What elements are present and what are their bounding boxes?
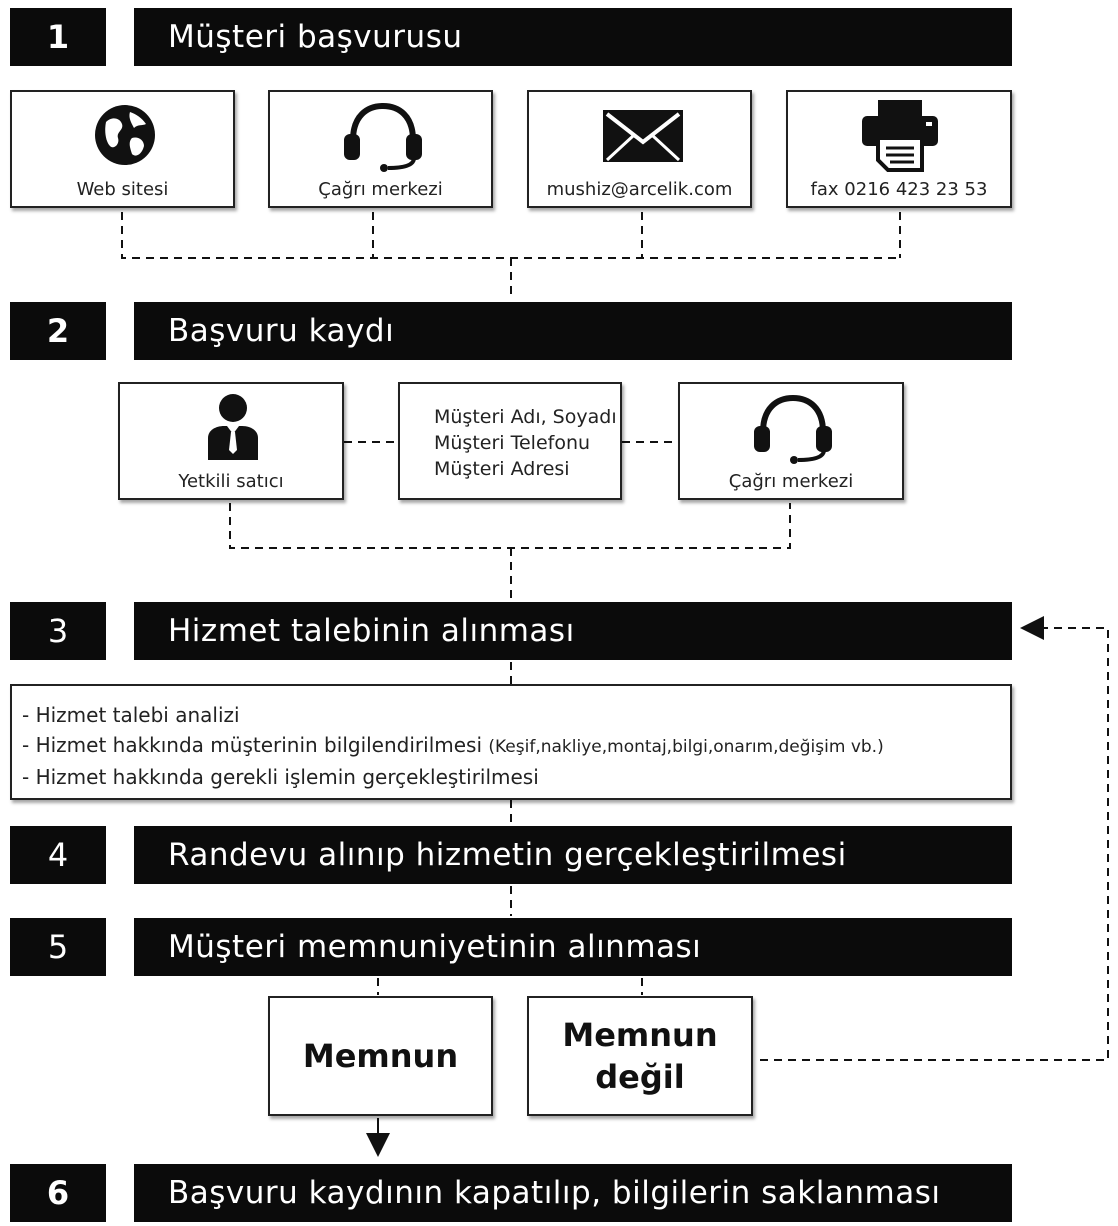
outcome-satisfied-label: Memnun xyxy=(302,1037,459,1075)
dealer-label: Yetkili satıcı xyxy=(178,471,284,492)
step-6-number: 6 xyxy=(10,1164,106,1222)
registration-call-center-box: Çağrı merkezi xyxy=(678,382,904,500)
service-item-analysis: - Hizmet talebi analizi xyxy=(22,703,240,727)
outcome-not-satisfied: Memnun değil xyxy=(527,996,753,1116)
service-request-details: - Hizmet talebi analizi - Hizmet hakkınd… xyxy=(10,684,1012,800)
customer-info-box: Müşteri Adı, Soyadı Müşteri Telefonu Müş… xyxy=(398,382,622,500)
channel-call-center-label: Çağrı merkezi xyxy=(318,179,443,200)
dealer-box: Yetkili satıcı xyxy=(118,382,344,500)
step-6-title: Başvuru kaydının kapatılıp, bilgilerin s… xyxy=(134,1164,1012,1222)
channel-call-center: Çağrı merkezi xyxy=(268,90,493,208)
fax-icon xyxy=(862,100,938,172)
registration-call-center-label: Çağrı merkezi xyxy=(728,471,854,492)
channel-email: mushiz@arcelik.com xyxy=(527,90,752,208)
customer-name-line: Müşteri Adı, Soyadı xyxy=(434,406,617,428)
envelope-icon xyxy=(603,110,683,162)
step-3-title: Hizmet talebinin alınması xyxy=(134,602,1012,660)
step-4-number: 4 xyxy=(10,826,106,884)
headset-icon xyxy=(344,102,422,172)
service-item-informing: - Hizmet hakkında müşterinin bilgilendir… xyxy=(22,733,884,757)
person-icon xyxy=(208,394,258,460)
globe-icon xyxy=(95,105,155,165)
outcome-not-satisfied-line2: değil xyxy=(595,1058,685,1096)
step-2-title: Başvuru kaydı xyxy=(134,302,1012,360)
channel-email-label: mushiz@arcelik.com xyxy=(546,179,733,200)
service-item-action: - Hizmet hakkında gerekli işlemin gerçek… xyxy=(22,765,539,789)
step-3-number: 3 xyxy=(10,602,106,660)
step-1-number: 1 xyxy=(10,8,106,66)
channel-connector xyxy=(121,212,901,300)
step-5-title: Müşteri memnuniyetinin alınması xyxy=(134,918,1012,976)
step-4-title: Randevu alınıp hizmetin gerçekleştirilme… xyxy=(134,826,1012,884)
step-2-number: 2 xyxy=(10,302,106,360)
step-5-number: 5 xyxy=(10,918,106,976)
channel-web-label: Web sitesi xyxy=(76,179,169,200)
registration-down-connector xyxy=(229,503,791,600)
outcome-satisfied: Memnun xyxy=(268,996,493,1116)
headset-icon xyxy=(754,394,832,464)
channel-web: Web sitesi xyxy=(10,90,235,208)
outcome-not-satisfied-line1: Memnun xyxy=(562,1016,718,1054)
step-1-title: Müşteri başvurusu xyxy=(134,8,1012,66)
service-item-examples: (Keşif,nakliye,montaj,bilgi,onarım,değiş… xyxy=(488,737,884,757)
feedback-loop xyxy=(760,616,1109,1061)
channel-fax: fax 0216 423 23 53 xyxy=(786,90,1012,208)
channel-fax-label: fax 0216 423 23 53 xyxy=(810,179,988,200)
customer-phone-line: Müşteri Telefonu xyxy=(434,432,591,454)
customer-address-line: Müşteri Adresi xyxy=(434,458,570,480)
